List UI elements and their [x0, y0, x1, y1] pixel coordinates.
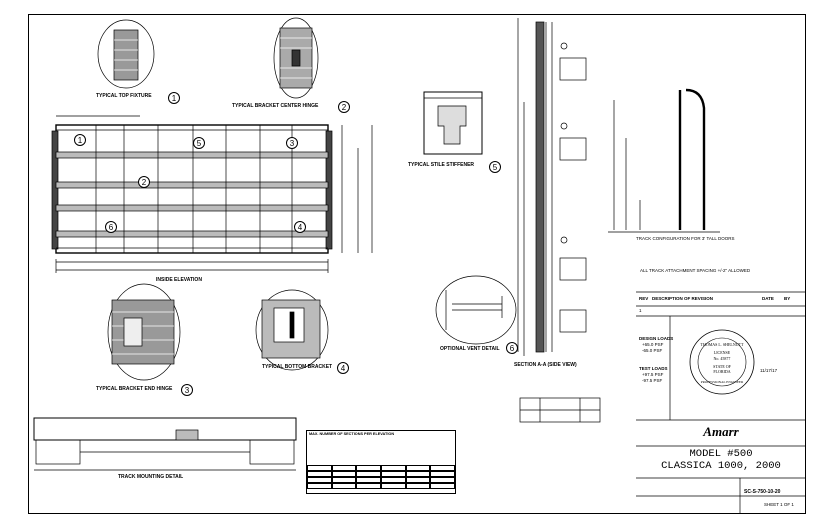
rev-header-left: REV: [639, 296, 649, 301]
seal-profession: PROFESSIONAL ENGINEER: [701, 380, 744, 384]
design-load-positive: +65.0 PSF: [642, 342, 664, 347]
callout-3: 3: [181, 384, 193, 396]
drawing-border: [28, 14, 806, 514]
design-load-negative: -65.0 PSF: [642, 348, 663, 353]
model-title: MODEL #500 CLASSICA 1000, 2000: [636, 448, 806, 472]
sheet-number: SHEET 1 OF 1: [764, 502, 794, 507]
caption-typical-top-fixture: TYPICAL TOP FIXTURE: [96, 93, 152, 99]
elevation-callout-1: 1: [74, 134, 86, 146]
test-load-positive: +97.5 PSF: [642, 372, 664, 377]
seal-state-1: STATE OF: [713, 364, 732, 369]
seal-state-2: FLORIDA: [713, 369, 730, 374]
design-loads-label: DESIGN LOADS: [639, 336, 674, 341]
rev-header-date: DATE: [762, 296, 774, 301]
small-bracket-detail: [519, 397, 601, 423]
seal-license-label: LICENSE: [714, 350, 731, 355]
company-logo: Amarr: [703, 424, 739, 439]
rev-header-description: DESCRIPTION OF REVISION: [652, 296, 714, 301]
notes-table: MAX. NUMBER OF SECTIONS PER ELEVATION: [306, 430, 456, 494]
track-mounting-detail: [33, 417, 297, 471]
test-loads-label: TEST LOADS: [639, 366, 668, 371]
callout-5: 5: [489, 161, 501, 173]
seal-license-no: No. 45877: [714, 356, 731, 361]
caption-bottom-bracket: TYPICAL BOTTOM BRACKET: [262, 364, 333, 370]
notes-table-title: MAX. NUMBER OF SECTIONS PER ELEVATION: [309, 432, 395, 436]
callout-2: 2: [338, 101, 350, 113]
note-track-spacing: ALL TRACK ATTACHMENT SPACING +/-2" ALLOW…: [640, 268, 751, 273]
test-load-negative: -97.5 PSF: [642, 378, 663, 383]
elevation-callout-5: 5: [193, 137, 205, 149]
callout-1: 1: [168, 92, 180, 104]
notes-grid: [307, 465, 455, 489]
detail-bottom-bracket: [255, 289, 329, 371]
caption-stile-stiffener: TYPICAL STILE STIFFENER: [408, 162, 475, 168]
drawing-number: SC-S-750-10-20: [744, 489, 781, 495]
detail-bracket-center-hinge: [273, 17, 319, 99]
caption-bracket-end: TYPICAL BRACKET END HINGE: [96, 386, 173, 392]
caption-optional-vent: OPTIONAL VENT DETAIL: [440, 346, 500, 352]
engineer-seal: THOMAS L. SHELNUTT LICENSE No. 45877 STA…: [689, 329, 755, 395]
section-aa-side-view: [517, 18, 587, 356]
caption-section-aa: SECTION A-A (SIDE VIEW): [514, 362, 577, 368]
elevation-callout-6: 6: [105, 221, 117, 233]
model-line: MODEL #500: [689, 448, 753, 460]
rev-number: 1: [639, 308, 642, 313]
elevation-callout-4: 4: [294, 221, 306, 233]
seal-date: 11/17/17: [760, 368, 778, 373]
detail-optional-vent: [435, 275, 517, 345]
caption-track-mounting: TRACK MOUNTING DETAIL: [118, 474, 184, 480]
series-line: CLASSICA 1000, 2000: [661, 460, 781, 472]
caption-track-config: TRACK CONFIGURATION FOR 3' TALL DOORS: [636, 236, 735, 241]
rev-header-by: BY: [784, 296, 791, 301]
detail-top-fixture: [97, 19, 155, 89]
detail-stile-stiffener: [423, 91, 483, 155]
seal-name: THOMAS L. SHELNUTT: [701, 342, 745, 347]
callout-4: 4: [337, 362, 349, 374]
track-configuration: [608, 88, 720, 233]
inside-elevation-door: [51, 115, 373, 273]
detail-bracket-end-hinge: [107, 283, 181, 381]
caption-inside-elevation: INSIDE ELEVATION: [156, 277, 202, 283]
callout-6: 6: [506, 342, 518, 354]
caption-bracket-center: TYPICAL BRACKET CENTER HINGE: [232, 103, 319, 109]
elevation-callout-2: 2: [138, 176, 150, 188]
elevation-callout-3: 3: [286, 137, 298, 149]
